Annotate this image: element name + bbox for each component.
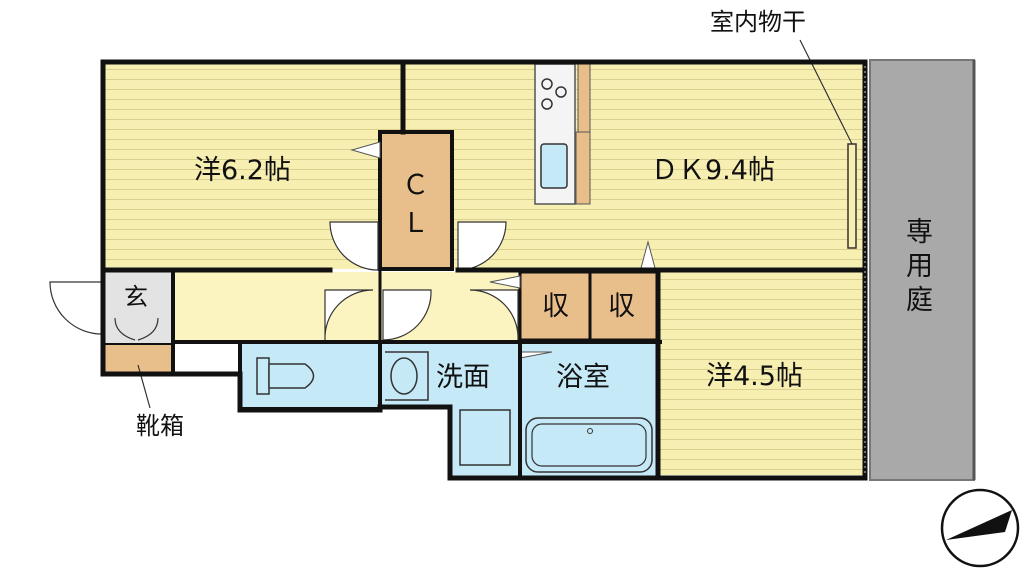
shoe-box: [102, 343, 174, 375]
door-swing: [329, 221, 379, 271]
stove-burner-icon: [555, 86, 567, 98]
drying-callout: 室内物干: [710, 8, 806, 36]
walk-in-closet: [378, 130, 454, 271]
washroom-label: 洗面: [436, 362, 490, 393]
shoe-box-callout: 靴箱: [136, 412, 184, 440]
bath-drain-icon: [587, 428, 593, 434]
drying-pole: [847, 143, 857, 249]
sliding-door-mark: [350, 141, 381, 159]
sliding-door-mark: [489, 275, 521, 289]
stove-burner-icon: [541, 98, 553, 110]
kitchen-sink-icon: [540, 143, 568, 189]
door-swing: [324, 289, 374, 341]
room-label-western-6-2: 洋6.2帖: [194, 155, 291, 186]
private-garden: [869, 59, 975, 481]
bathtub-icon: [525, 417, 653, 473]
closet-label-c: Ｃ: [402, 170, 429, 201]
hallway: [175, 272, 520, 342]
storage-1: [518, 270, 592, 342]
closet-label-l: Ｌ: [402, 208, 429, 239]
entrance-label: 玄: [124, 283, 148, 311]
washroom: [380, 342, 520, 407]
outer-wall: [100, 371, 243, 413]
shoe-box-door-icon: [114, 317, 159, 341]
door-swing: [382, 289, 432, 341]
entry-door-swing: [49, 281, 104, 335]
entrance: [103, 272, 173, 344]
toilet-bowl-icon: [268, 363, 315, 389]
storage-label-1: 収: [542, 291, 569, 322]
bathtub-inner-icon: [531, 423, 647, 467]
wash-basin-icon: [385, 351, 429, 401]
room-label-dk: ＤＫ9.4帖: [651, 155, 775, 186]
garden-label: 専 用 庭: [906, 217, 933, 316]
stove-burner-icon: [541, 78, 553, 90]
drying-leader-line: [799, 39, 853, 145]
kitchen-side-block: [575, 131, 591, 205]
bathroom-label: 浴室: [556, 362, 610, 393]
kitchen-wall-block: [577, 63, 591, 133]
north-arrow-icon: [940, 488, 1020, 568]
western-room-b: [660, 270, 865, 475]
room-label-western-4-5: 洋4.5帖: [706, 361, 803, 392]
toilet-tank-icon: [256, 357, 270, 395]
basin-bowl-icon: [390, 357, 418, 395]
washing-machine-icon: [459, 409, 511, 466]
storage-label-2: 収: [608, 291, 635, 322]
door-swing: [469, 289, 519, 341]
